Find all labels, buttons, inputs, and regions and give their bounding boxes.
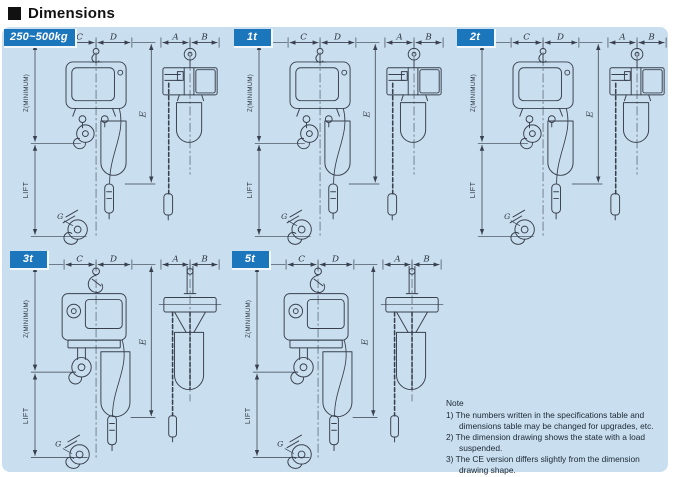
capacity-label-3t: 3t — [10, 251, 49, 270]
dim-b: B — [422, 255, 430, 265]
dim-a: A — [171, 255, 178, 265]
dim-lift: LIFT — [245, 181, 254, 198]
dim-c: C — [523, 33, 530, 43]
dim-g: G — [281, 212, 287, 221]
note-block: Note 1) The numbers written in the speci… — [446, 398, 664, 475]
dim-g: G — [504, 212, 510, 221]
title-bullet-icon — [8, 7, 21, 20]
section-3t: 3t C D A B E Z(MINIMUM) LIFT G — [4, 251, 222, 471]
capacity-label-250-500kg: 250~500kg — [4, 29, 77, 48]
dim-e: E — [138, 110, 148, 118]
dimensions-panel: 250~500kg C D A B E Z(MINIMUM) LIFT G 1t… — [2, 27, 669, 475]
dim-d: D — [333, 33, 341, 43]
dim-b: B — [200, 33, 208, 43]
dimension-drawing-2t: C D A B E Z(MINIMUM) LIFT G — [468, 33, 669, 247]
dim-a: A — [393, 255, 400, 265]
dim-z-minimum: Z(MINIMUM) — [245, 300, 252, 338]
dim-lift: LIFT — [468, 181, 477, 198]
dim-d: D — [109, 255, 117, 265]
dim-c: C — [300, 33, 307, 43]
note-item-1: 1) The numbers written in the specificat… — [446, 409, 654, 431]
section-250-500kg: 250~500kg C D A B E Z(MINIMUM) LIFT G — [4, 29, 222, 251]
dimension-drawing-5t: C D A B E Z(MINIMUM) LIFT G — [243, 255, 444, 469]
dim-b: B — [647, 33, 655, 43]
dim-lift: LIFT — [21, 407, 30, 424]
dimension-drawing-3t: C D A B E Z(MINIMUM) LIFT G — [21, 255, 222, 469]
dimension-drawing-250-500kg: C D A B E Z(MINIMUM) LIFT G — [21, 33, 222, 247]
dim-c: C — [76, 33, 83, 43]
dim-d: D — [109, 33, 117, 43]
dim-lift: LIFT — [21, 181, 30, 198]
dim-e: E — [362, 110, 372, 118]
note-item-3: 3) The CE version differs slightly from … — [446, 453, 640, 475]
dim-a: A — [395, 33, 402, 43]
dim-z-minimum: Z(MINIMUM) — [23, 300, 30, 338]
dim-g: G — [277, 440, 283, 449]
capacity-label-2t: 2t — [457, 29, 496, 48]
dim-e: E — [585, 110, 595, 118]
section-1t: 1t C D A B E Z(MINIMUM) LIFT G — [228, 29, 446, 251]
dim-d: D — [331, 255, 339, 265]
dim-b: B — [424, 33, 432, 43]
dim-c: C — [76, 255, 83, 265]
page-header: Dimensions — [8, 5, 115, 22]
note-item-2: 2) The dimension drawing shows the state… — [446, 431, 646, 453]
dim-a: A — [171, 33, 178, 43]
section-5t: 5t C D A B E Z(MINIMUM) LIFT G — [226, 251, 444, 471]
capacity-label-5t: 5t — [232, 251, 271, 270]
dim-g: G — [57, 212, 63, 221]
dim-z-minimum: Z(MINIMUM) — [23, 74, 30, 112]
dim-b: B — [200, 255, 208, 265]
dimension-drawing-1t: C D A B E Z(MINIMUM) LIFT G — [245, 33, 446, 247]
dim-g: G — [55, 440, 61, 449]
dim-z-minimum: Z(MINIMUM) — [470, 74, 477, 112]
dim-e: E — [360, 338, 370, 346]
dim-c: C — [298, 255, 305, 265]
dim-z-minimum: Z(MINIMUM) — [247, 74, 254, 112]
capacity-label-1t: 1t — [234, 29, 273, 48]
dim-e: E — [138, 338, 148, 346]
dim-d: D — [556, 33, 564, 43]
note-title: Note — [446, 398, 464, 408]
section-2t: 2t C D A B E Z(MINIMUM) LIFT G — [451, 29, 669, 251]
dim-lift: LIFT — [243, 407, 252, 424]
dim-a: A — [618, 33, 625, 43]
page-title: Dimensions — [28, 5, 116, 22]
